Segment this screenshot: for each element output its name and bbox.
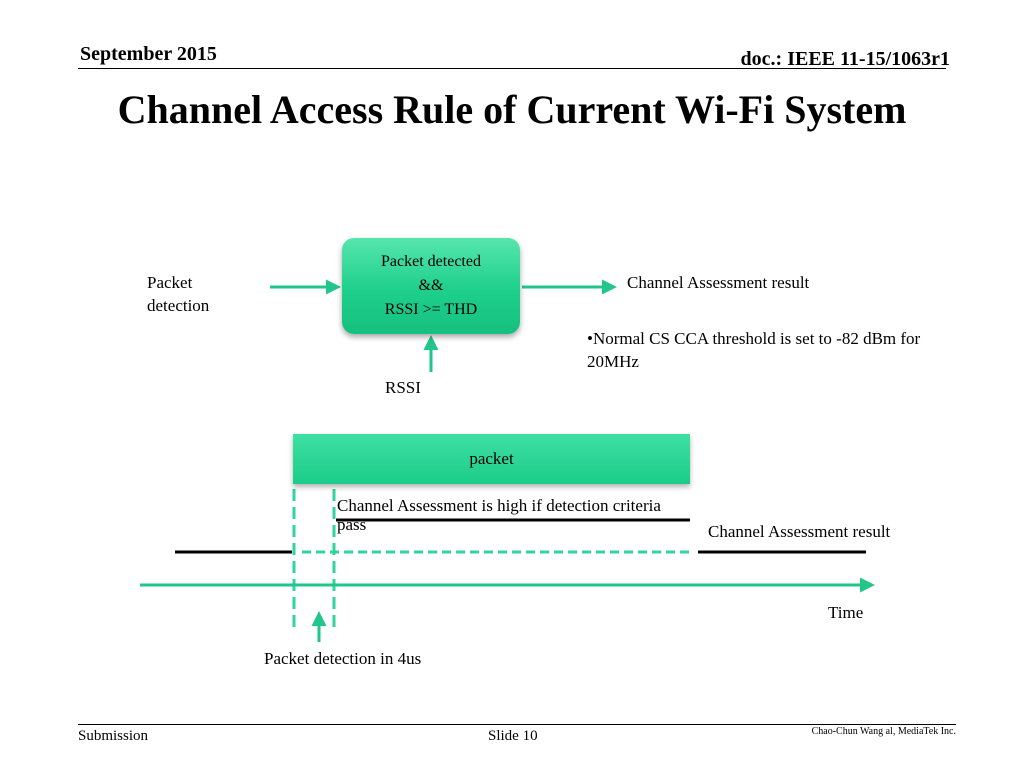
packet-detection-label-line1: Packet: [147, 273, 193, 292]
packet-label: packet: [469, 449, 514, 468]
slide-title: Channel Access Rule of Current Wi-Fi Sys…: [117, 87, 907, 132]
footer-submission: Submission: [78, 728, 149, 744]
footer-author: Chao-Chun Wang al, MediaTek Inc.: [811, 726, 956, 737]
cca-threshold-note: •Normal CS CCA threshold is set to -82 d…: [587, 327, 987, 373]
packet-detection-label-line2: detection: [147, 296, 210, 315]
output-label: Channel Assessment result: [627, 273, 810, 292]
box-line-3: RSSI >= THD: [384, 301, 478, 318]
header-doc-id: doc.: IEEE 11-15/1063r1: [740, 48, 950, 70]
timing-result-label: Channel Assessment result: [708, 522, 891, 541]
header-divider: [78, 68, 946, 69]
footer-divider: [78, 724, 956, 725]
cca-note-line2: 20MHz: [587, 352, 639, 371]
header-date: September 2015: [80, 43, 217, 65]
high-note-line1: Channel Assessment is high if detection …: [337, 496, 661, 515]
decision-box: Packet detected && RSSI >= THD: [342, 238, 520, 334]
high-note-line2: pass: [337, 515, 367, 534]
time-label: Time: [828, 603, 864, 622]
box-line-2: &&: [418, 277, 444, 294]
footer-slide-number: Slide 10: [488, 728, 538, 744]
detection-time-label: Packet detection in 4us: [264, 649, 422, 668]
high-note: Channel Assessment is high if detection …: [337, 494, 661, 536]
box-line-1: Packet detected: [381, 253, 481, 270]
rssi-label: RSSI: [385, 378, 421, 397]
packet-bar: packet: [293, 434, 690, 484]
packet-detection-label: Packet detection: [147, 271, 209, 317]
cca-note-line1: •Normal CS CCA threshold is set to -82 d…: [587, 329, 921, 348]
